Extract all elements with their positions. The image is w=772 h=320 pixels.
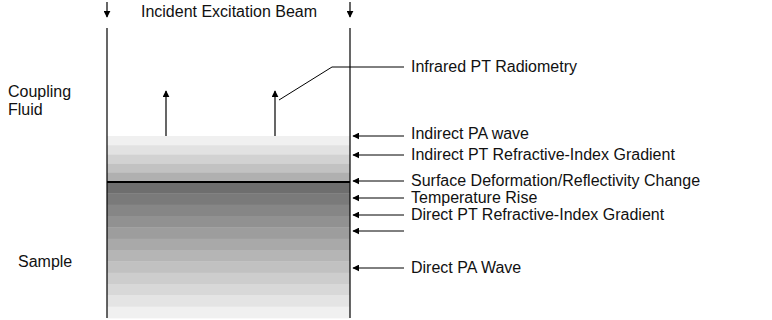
pointer-arrow	[353, 215, 404, 216]
fluid-band	[107, 164, 350, 173]
pointer-arrow	[353, 181, 404, 182]
sample-band	[107, 193, 350, 205]
radiometry-arrow	[165, 91, 166, 136]
sample-band	[107, 250, 350, 262]
pointer-arrows	[353, 136, 404, 268]
fluid-band	[107, 154, 350, 163]
beam-title: Incident Excitation Beam	[141, 3, 317, 21]
sample-band	[107, 307, 350, 319]
fluid-band	[107, 145, 350, 154]
sample-band	[107, 227, 350, 239]
sample-band	[107, 261, 350, 273]
radiometry-arrow	[274, 91, 275, 136]
effect-label: Direct PT Refractive-Index Gradient	[411, 206, 664, 224]
beam-arrow	[106, 2, 107, 17]
pointer-arrow	[353, 136, 404, 137]
sample-band	[107, 273, 350, 285]
boundary-line	[349, 28, 350, 318]
sample-band	[107, 295, 350, 307]
effect-label: Direct PA Wave	[411, 259, 521, 277]
region-label: Sample	[18, 253, 72, 271]
fluid-band	[107, 173, 350, 182]
sample-band	[107, 182, 350, 194]
sample-band	[107, 205, 350, 217]
layer-bands	[107, 136, 350, 318]
beam-arrow	[349, 2, 350, 17]
leader-line	[279, 67, 404, 100]
boundary-line	[106, 28, 107, 318]
effect-label: Surface Deformation/Reflectivity Change	[411, 172, 700, 190]
interface-line	[107, 181, 350, 183]
effect-label: Infrared PT Radiometry	[411, 58, 577, 76]
pointer-arrow	[353, 198, 404, 199]
pointer-arrow	[353, 268, 404, 269]
fluid-band	[107, 136, 350, 145]
sample-band	[107, 239, 350, 251]
sample-band	[107, 216, 350, 228]
pointer-arrow	[353, 231, 404, 232]
region-label: Coupling Fluid	[8, 83, 88, 119]
effect-label: Indirect PT Refractive-Index Gradient	[411, 146, 675, 164]
pointer-arrow	[353, 155, 404, 156]
effect-label: Temperature Rise	[411, 189, 537, 207]
effect-label: Indirect PA wave	[411, 125, 529, 143]
sample-band	[107, 284, 350, 296]
